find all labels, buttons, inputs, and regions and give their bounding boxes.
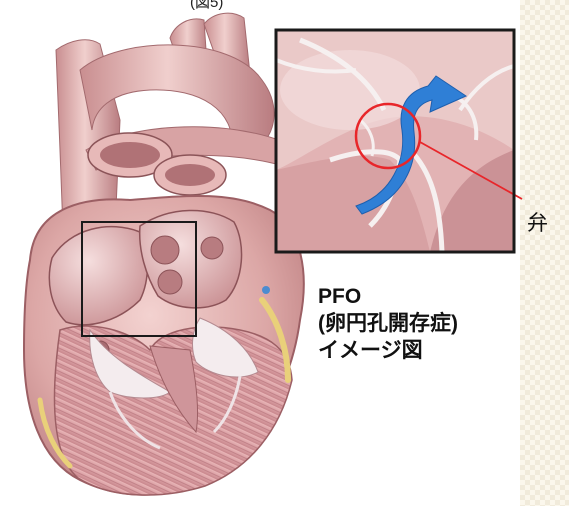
- valve-label: 弁: [527, 207, 548, 237]
- magnified-inset: [276, 30, 522, 252]
- caption-line-2: (卵円孔開存症): [318, 310, 458, 337]
- caption-line-3: イメージ図: [318, 337, 458, 364]
- caption-line-1: PFO: [318, 283, 458, 310]
- pfo-caption: PFO (卵円孔開存症) イメージ図: [318, 283, 458, 364]
- heart-illustration: [24, 13, 304, 495]
